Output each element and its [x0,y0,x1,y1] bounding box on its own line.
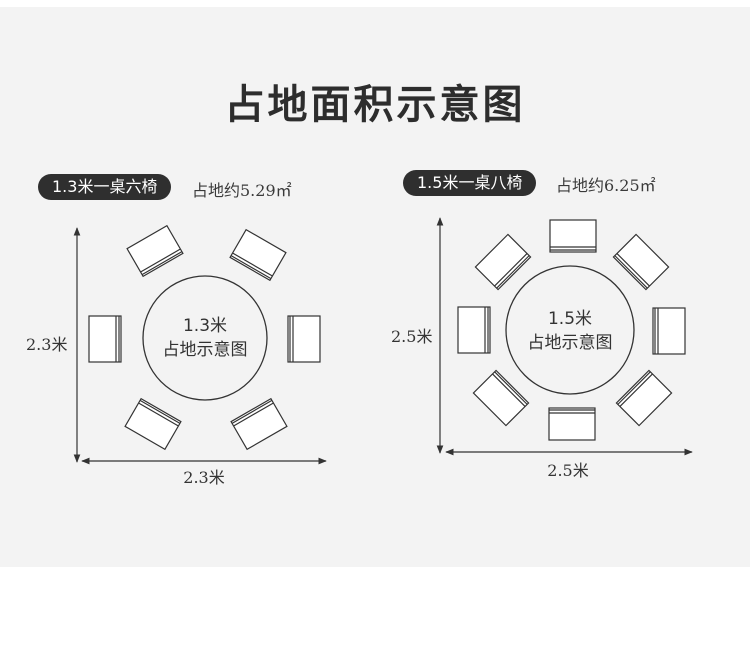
right-round-table [505,265,635,395]
right-height-label: 2.5米 [391,327,432,346]
page-title: 占地面积示意图 [224,82,526,128]
left-config-label: 1.3米一桌六椅 [38,174,172,200]
right-chair-8 [474,233,532,291]
right-table-size: 1.5米 [548,309,592,329]
right-chair-2 [612,233,670,291]
left-round-table [142,275,268,401]
right-chair-7 [457,306,491,354]
left-chair-6 [88,315,122,363]
left-chair-2 [229,229,287,281]
left-chair-5 [124,398,182,450]
left-chair-1 [126,225,184,277]
right-chair-6 [472,369,530,427]
right-table-caption: 占地示意图 [528,333,613,353]
right-area-text: 占地约6.25㎡ [556,176,656,195]
left-chair-3 [287,315,321,363]
left-diagram: 2.3米 2.3米 1.3米 占地示意图 [26,225,327,487]
left-width-label: 2.3米 [183,468,224,487]
right-chair-5 [548,407,596,441]
right-width-label: 2.5米 [547,461,588,480]
right-chair-3 [652,307,686,355]
right-config-label: 1.5米一桌八椅 [403,170,537,196]
right-chair-1 [549,219,597,253]
left-chair-4 [230,398,288,450]
left-height-label: 2.3米 [26,335,67,354]
right-chair-4 [615,369,673,427]
left-area-text: 占地约5.29㎡ [192,181,292,200]
left-table-size: 1.3米 [183,316,227,336]
right-diagram: 2.5米 2.5米 1.5米 占地示意图 [391,217,693,480]
left-table-caption: 占地示意图 [163,340,248,360]
background-panel [0,7,750,567]
